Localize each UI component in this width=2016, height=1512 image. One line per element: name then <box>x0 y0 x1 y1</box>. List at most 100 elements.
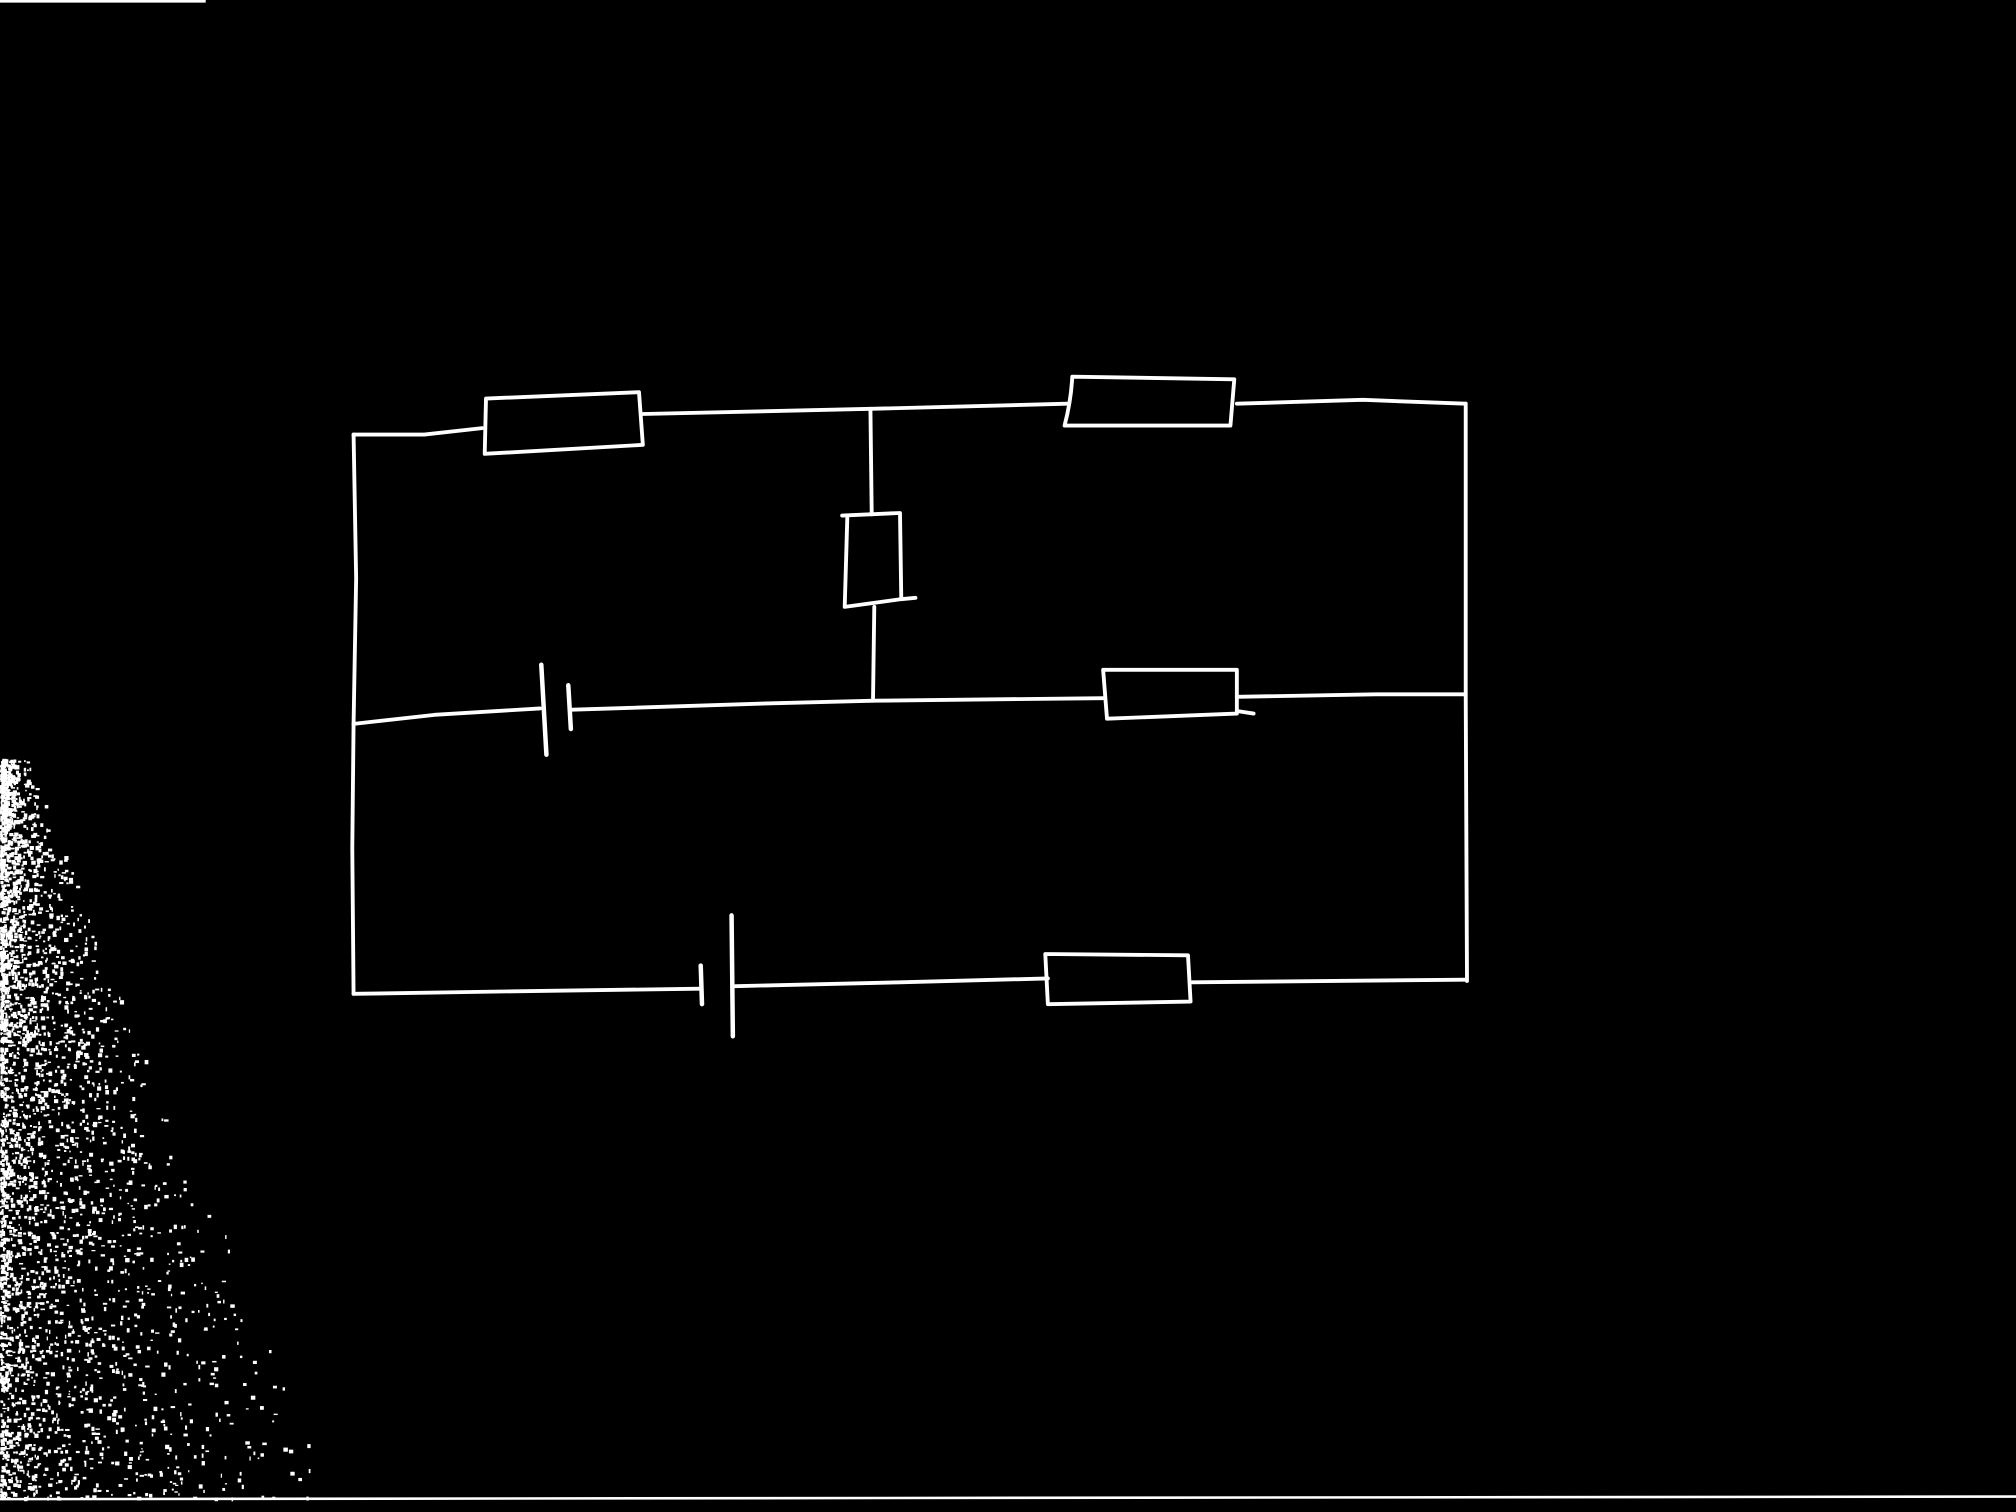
noise-speck <box>164 1194 169 1199</box>
noise-speck <box>134 1313 138 1317</box>
noise-speck <box>1 1419 5 1424</box>
noise-speck <box>6 780 9 785</box>
noise-speck <box>45 1266 48 1270</box>
noise-speck <box>21 1314 25 1318</box>
noise-speck <box>1 853 7 856</box>
noise-speck <box>39 1073 41 1078</box>
noise-speck <box>38 1295 41 1298</box>
noise-speck <box>2 908 8 911</box>
noise-speck <box>1 1124 6 1128</box>
noise-speck <box>38 1127 40 1132</box>
noise-speck <box>298 1477 303 1482</box>
noise-speck <box>60 1040 65 1043</box>
noise-speck <box>37 1141 42 1146</box>
noise-speck <box>88 919 90 924</box>
noise-speck <box>89 1060 94 1063</box>
noise-speck <box>38 1485 42 1488</box>
noise-speck <box>135 1117 138 1123</box>
noise-speck <box>201 1361 206 1365</box>
noise-speck <box>4 1125 7 1129</box>
noise-speck <box>42 1079 45 1082</box>
noise-speck <box>50 1372 56 1377</box>
noise-speck <box>35 1335 39 1339</box>
noise-speck <box>36 1313 40 1316</box>
noise-speck <box>24 1194 28 1199</box>
noise-speck <box>3 957 6 961</box>
noise-speck <box>51 1090 56 1094</box>
noise-speck <box>10 871 13 874</box>
noise-speck <box>64 1260 66 1263</box>
noise-speck <box>9 1053 13 1057</box>
noise-speck <box>150 1257 154 1262</box>
noise-speck <box>9 1336 13 1341</box>
noise-speck <box>40 999 44 1002</box>
noise-speck <box>89 1152 94 1157</box>
noise-speck <box>51 888 53 893</box>
noise-speck <box>57 961 61 964</box>
noise-speck <box>0 1090 4 1094</box>
noise-speck <box>42 969 48 974</box>
noise-speck <box>22 925 26 927</box>
noise-speck <box>18 1095 23 1099</box>
noise-speck <box>28 1220 31 1225</box>
noise-speck <box>17 1484 21 1488</box>
noise-speck <box>57 1393 62 1398</box>
noise-speck <box>178 1493 180 1496</box>
noise-speck <box>98 1121 102 1124</box>
noise-speck <box>57 1447 62 1450</box>
noise-speck <box>113 1184 115 1187</box>
noise-speck <box>7 867 10 870</box>
noise-speck <box>26 1378 30 1381</box>
noise-speck <box>14 1229 18 1232</box>
noise-speck <box>24 1247 27 1252</box>
noise-speck <box>2 966 8 969</box>
noise-speck <box>4 1155 9 1159</box>
noise-speck <box>112 1412 117 1417</box>
noise-speck <box>28 1166 30 1169</box>
noise-speck <box>32 1088 37 1091</box>
noise-speck <box>48 1329 51 1335</box>
noise-speck <box>9 1350 13 1353</box>
noise-speck <box>1 958 5 963</box>
noise-speck <box>170 1293 173 1297</box>
noise-speck <box>7 1225 12 1229</box>
noise-speck <box>36 873 39 877</box>
noise-speck <box>10 1458 14 1463</box>
noise-speck <box>95 1070 100 1073</box>
noise-speck <box>15 1187 20 1190</box>
noise-speck <box>1 1342 5 1345</box>
noise-speck <box>98 1062 102 1066</box>
noise-speck <box>18 1002 21 1005</box>
noise-speck <box>4 1453 7 1456</box>
noise-speck <box>38 911 42 914</box>
noise-speck <box>94 1355 98 1358</box>
noise-speck <box>108 993 111 997</box>
noise-speck <box>61 1284 65 1289</box>
noise-speck <box>18 1159 21 1165</box>
noise-speck <box>102 1403 106 1407</box>
noise-speck <box>21 844 26 848</box>
noise-speck <box>11 820 14 823</box>
noise-speck <box>40 1096 45 1100</box>
noise-speck <box>11 1192 15 1195</box>
noise-speck <box>1 1200 5 1205</box>
noise-speck <box>38 1121 40 1125</box>
noise-speck <box>0 858 3 862</box>
noise-speck <box>73 922 75 927</box>
noise-speck <box>261 1495 265 1499</box>
noise-speck <box>89 1458 94 1460</box>
noise-speck <box>64 856 69 861</box>
noise-speck <box>6 1142 12 1144</box>
noise-speck <box>0 1009 5 1013</box>
noise-speck <box>8 1015 11 1019</box>
noise-speck <box>1 884 3 887</box>
noise-speck <box>1 1425 5 1429</box>
noise-speck <box>112 1240 117 1243</box>
noise-speck <box>6 846 11 851</box>
noise-speck <box>7 774 10 777</box>
noise-speck <box>9 952 12 955</box>
noise-speck <box>1 1155 4 1158</box>
noise-speck <box>26 1272 29 1276</box>
noise-speck <box>136 1252 141 1257</box>
noise-speck <box>11 1068 14 1071</box>
